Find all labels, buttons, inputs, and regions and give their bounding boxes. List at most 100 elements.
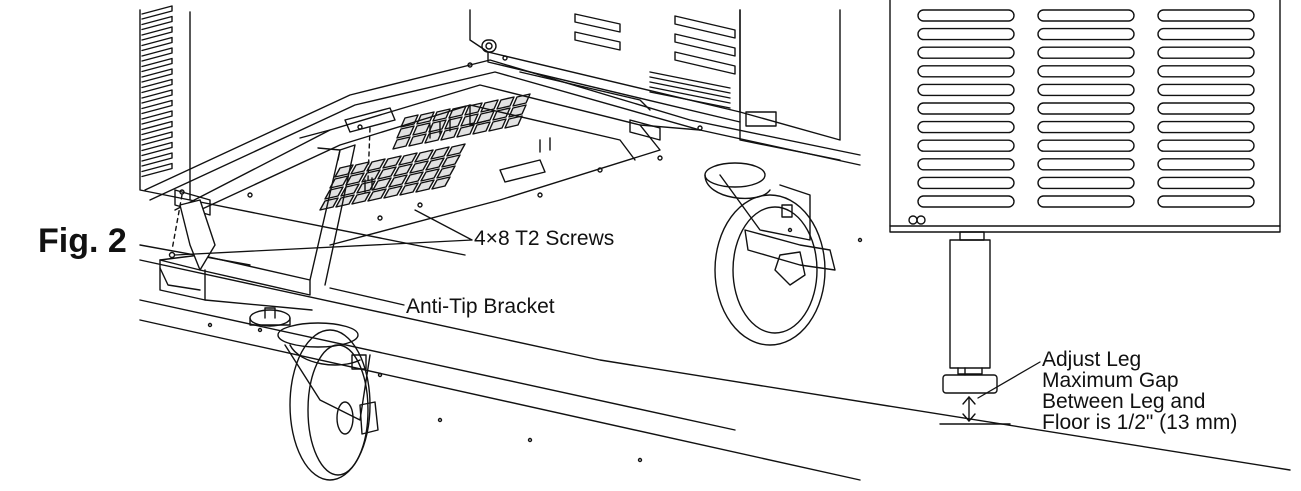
base-plate — [139, 59, 1291, 481]
grid-cell — [351, 191, 371, 205]
side-louver — [141, 99, 173, 115]
side-louvers — [141, 5, 173, 178]
louver-slot — [1157, 176, 1255, 190]
louver-slot — [1037, 9, 1135, 22]
cabinet-vent-line — [649, 71, 731, 89]
leg-callout-line-3: Between Leg and — [1042, 390, 1206, 413]
louver-slot — [1157, 120, 1255, 134]
grid-cell — [476, 110, 495, 124]
leg-callout-line-1: Adjust Leg — [1042, 348, 1142, 371]
louver-slot — [1037, 65, 1135, 78]
grid-cell — [460, 113, 479, 127]
grid-cell — [416, 111, 435, 125]
cabinet-louver — [674, 33, 736, 57]
cabinet-front-illustration — [889, 0, 1281, 425]
side-louver — [141, 57, 173, 73]
figure-label: Fig. 2 — [38, 222, 127, 260]
grid-cell — [436, 165, 456, 179]
right-frame — [739, 9, 841, 141]
grid-cell — [431, 176, 451, 190]
cabinet-vent-line — [649, 91, 731, 109]
grid-cell — [399, 182, 419, 196]
louver-slot — [917, 83, 1015, 97]
louver-slot — [1157, 139, 1255, 152]
cabinet-louver — [674, 15, 736, 39]
grid-cell — [488, 118, 507, 132]
louver-slot — [917, 158, 1015, 171]
louver-slot — [917, 195, 1015, 208]
cabinet-underside-illustration — [139, 5, 1291, 481]
grid-cell — [414, 149, 434, 163]
side-louver — [141, 5, 173, 20]
side-louver — [141, 36, 173, 52]
grid-cell — [415, 179, 435, 193]
grid-cell — [425, 157, 445, 171]
screw-panel-back — [392, 93, 531, 150]
grid-cell — [448, 105, 467, 119]
cabinet-vent-line — [649, 76, 731, 94]
bracket-callout: Anti-Tip Bracket — [406, 295, 555, 318]
side-louver — [141, 89, 173, 104]
louver-slot — [917, 46, 1015, 59]
side-louver — [141, 78, 173, 94]
left-caster — [249, 307, 379, 481]
grid-cell — [512, 93, 531, 107]
grid-cell — [428, 119, 447, 133]
grid-cell — [396, 125, 415, 139]
louver-slot — [1037, 46, 1135, 59]
grid-cell — [444, 116, 463, 130]
grid-cell — [377, 166, 397, 180]
grid-cell — [367, 188, 387, 202]
grid-cell — [324, 186, 344, 200]
side-louver — [141, 47, 173, 62]
grid-cell — [492, 107, 511, 121]
grid-cell — [334, 164, 354, 178]
leg-callout-line-4: Floor is 1/2" (13 mm) — [1042, 411, 1238, 434]
louver-slot — [917, 27, 1015, 41]
grid-cell — [424, 130, 443, 144]
louver-slot — [1157, 195, 1255, 208]
grid-cell — [440, 127, 459, 141]
grid-cell — [409, 160, 429, 174]
louver-slot — [1157, 102, 1255, 115]
grid-cell — [404, 171, 424, 185]
louver-slot — [917, 176, 1015, 190]
cabinet-vent-line — [649, 81, 731, 99]
adjustable-leg — [942, 231, 998, 394]
cabinet-louver — [574, 13, 621, 33]
grid-cell — [383, 185, 403, 199]
grid-cell — [382, 155, 402, 169]
cabinet-vent-line — [649, 86, 731, 104]
louver-slot — [1037, 27, 1135, 41]
louver-slot — [917, 9, 1015, 22]
louver-slot — [1037, 176, 1135, 190]
louver-slot — [917, 102, 1015, 115]
grid-cell — [372, 177, 392, 191]
grid-cell — [361, 169, 381, 183]
louver-slot — [1037, 102, 1135, 115]
grid-cell — [340, 183, 360, 197]
grid-cell — [335, 194, 355, 208]
louver-slot — [1157, 65, 1255, 78]
louver-slot — [1037, 139, 1135, 152]
grid-cell — [366, 158, 386, 172]
leader-lines — [174, 209, 1041, 399]
leg-callout-line-2: Maximum Gap — [1042, 369, 1179, 392]
grid-cell — [480, 99, 499, 113]
louver-slot — [917, 139, 1015, 152]
grid-cell — [356, 180, 376, 194]
louver-slot — [1157, 27, 1255, 41]
grid-cell — [388, 174, 408, 188]
grid-cell — [508, 104, 527, 118]
side-louver — [141, 110, 173, 125]
grid-cell — [319, 197, 339, 211]
screw-guide-lines — [171, 127, 371, 251]
screws-callout: 4×8 T2 Screws — [474, 227, 615, 250]
fasteners — [168, 55, 863, 463]
side-louver — [141, 131, 173, 146]
grid-cell — [393, 163, 413, 177]
louver-slot — [1157, 46, 1255, 59]
grid-cell — [446, 143, 466, 157]
side-louver — [141, 26, 173, 41]
